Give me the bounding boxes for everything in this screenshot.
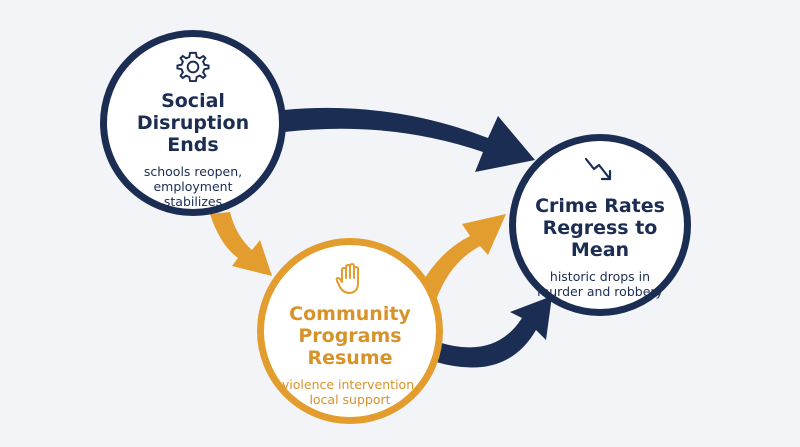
title-line: Social: [161, 90, 225, 112]
node-description: historic drops in murder and robbery: [537, 269, 663, 299]
gear-icon: [176, 51, 210, 83]
desc-line: murder and robbery: [537, 284, 663, 299]
arrow-social-to-crime: [284, 107, 535, 172]
desc-line: historic drops in: [549, 269, 651, 284]
title-line: Resume: [307, 347, 393, 369]
node-crime-rates: Crime Rates Regress to Mean historic dro…: [509, 134, 691, 316]
desc-line: local support: [309, 392, 391, 407]
title-line: Disruption: [136, 112, 250, 134]
title-line: Programs: [298, 325, 402, 347]
raised-hand-icon: [335, 263, 359, 294]
arrow-community-to-crime: [418, 214, 506, 300]
title-line: Community: [289, 303, 411, 325]
node-description: violence intervention, local support: [282, 377, 418, 407]
desc-line: violence intervention,: [281, 377, 419, 392]
title-line: Ends: [167, 134, 219, 156]
desc-line: stabilizes: [163, 194, 223, 209]
node-title: Community Programs Resume: [289, 303, 411, 369]
node-title: Social Disruption Ends: [137, 90, 249, 156]
title-line: Regress to: [542, 217, 658, 239]
node-social-disruption: Social Disruption Ends schools reopen, e…: [100, 30, 286, 216]
trend-down-icon: [584, 157, 612, 181]
node-community-programs: Community Programs Resume violence inter…: [257, 238, 443, 424]
node-title: Crime Rates Regress to Mean: [535, 195, 665, 261]
arrow-community-bottom-to-crime: [436, 296, 552, 368]
desc-line: employment: [153, 179, 233, 194]
title-line: Crime Rates: [535, 195, 665, 217]
title-line: Mean: [570, 239, 630, 261]
desc-line: schools reopen,: [143, 164, 243, 179]
arrow-social-to-community: [210, 212, 272, 276]
node-description: schools reopen, employment stabilizes: [144, 164, 242, 209]
